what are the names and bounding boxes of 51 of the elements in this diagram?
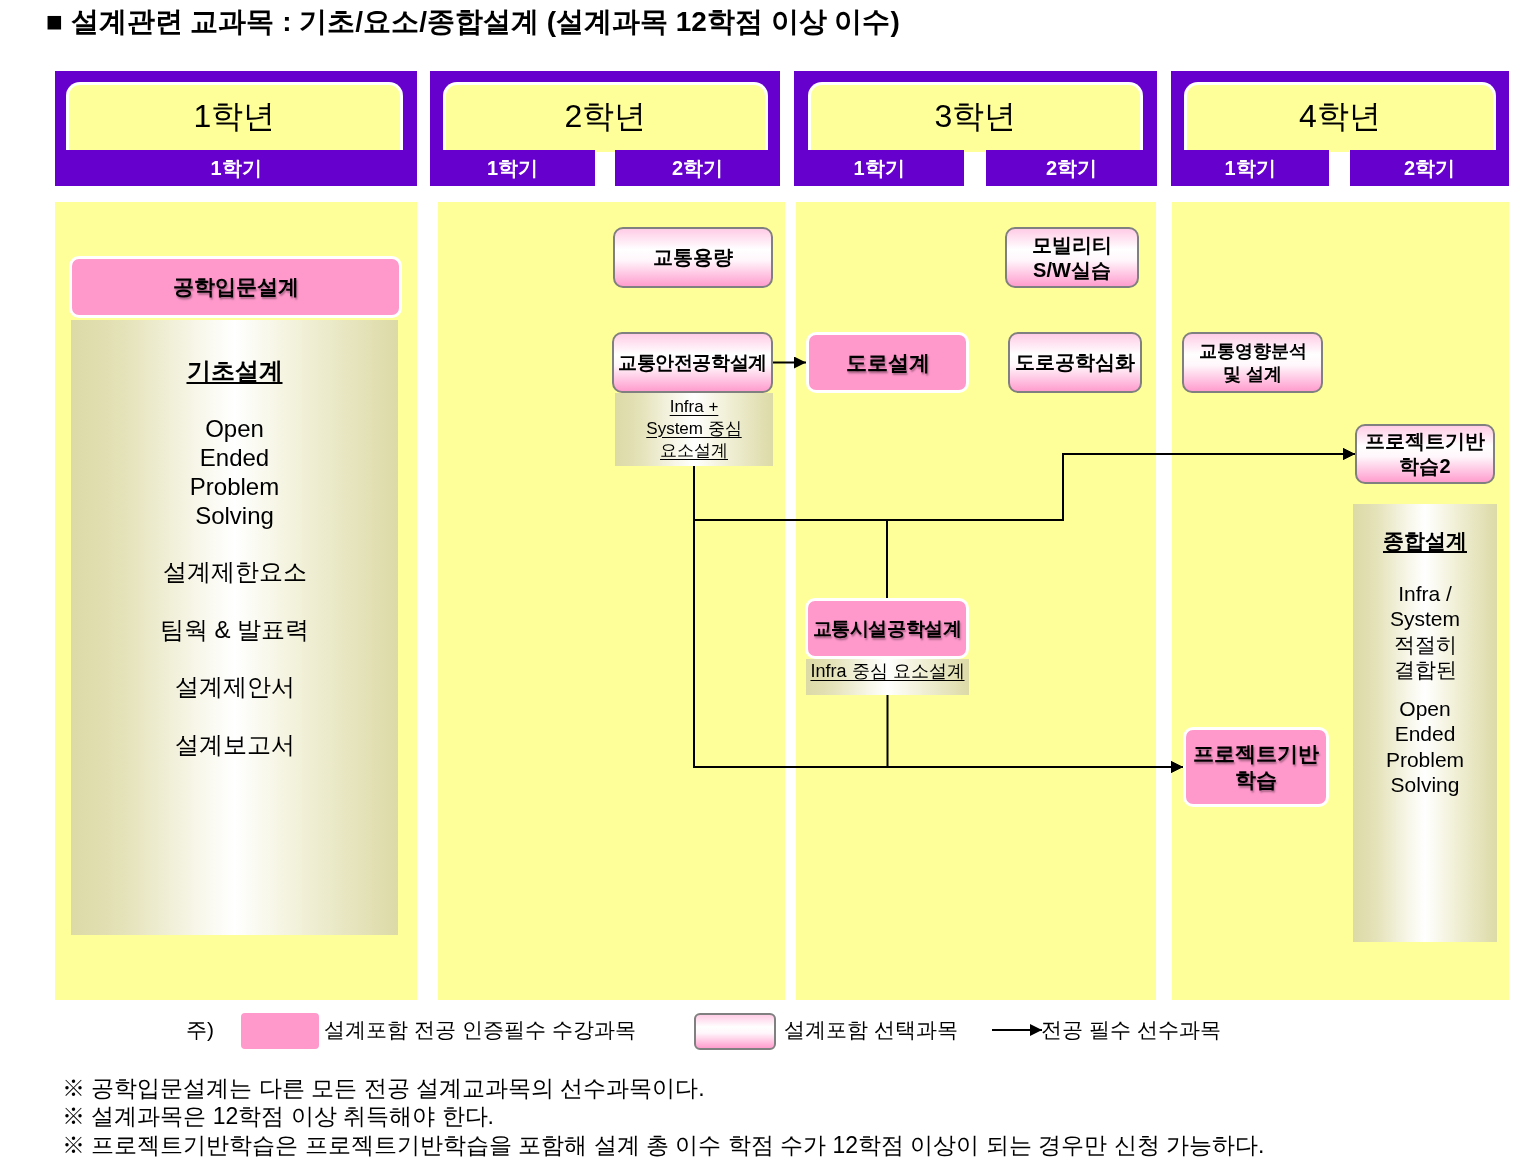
connector-arrow <box>886 694 1184 773</box>
year-header <box>55 71 417 186</box>
panel-text: Infra + System 중심 요소설계 <box>645 396 743 462</box>
panel-text: 설계제안서 <box>174 672 295 701</box>
panel-heading: 기초설계 <box>186 356 283 385</box>
panel-text: Open Ended Problem Solving <box>1385 695 1465 798</box>
year-header <box>794 71 1157 186</box>
footnote: ※ 공학입문설계는 다른 모든 전공 설계교과목의 선수과목이다. <box>62 1073 705 1103</box>
course-box: 교통용량 <box>613 227 773 288</box>
content-panel <box>1353 504 1497 942</box>
panel-text: Infra 중심 요소설계 <box>810 660 965 683</box>
panel-text: 팀웍 & 발표력 <box>159 615 310 644</box>
content-panel <box>806 659 969 695</box>
year-title: 4학년 <box>1184 82 1496 152</box>
panel-text: 설계보고서 <box>174 730 295 759</box>
semester-tab: 1학기 <box>1171 150 1329 186</box>
semester-tab: 1학기 <box>794 150 964 186</box>
connector-arrow <box>772 356 807 369</box>
footnote: ※ 설계과목은 12학점 이상 취득해야 한다. <box>62 1101 494 1131</box>
panel-text: Infra / System 적절히 결합된 <box>1389 580 1461 683</box>
diagram-title: ■ 설계관련 교과목 : 기초/요소/종합설계 (설계과목 12학점 이상 이수) <box>46 5 900 39</box>
course-box: 교통영향분석 및 설계 <box>1182 332 1323 393</box>
course-box: 모빌리티 S/W실습 <box>1005 227 1139 288</box>
semester-tab: 1학기 <box>430 150 595 186</box>
course-box: 도로공학심화 <box>1008 332 1142 393</box>
year-title: 2학년 <box>443 82 768 152</box>
semester-tab: 1학기 <box>55 150 417 186</box>
course-box: 도로설계 <box>806 332 969 393</box>
course-box: 프로젝트기반학습2 <box>1355 424 1495 484</box>
footnote: ※ 프로젝트기반학습은 프로젝트기반학습을 포함해 설계 총 이수 학점 수가 12학점 이상이 되는 경우만 신청 가능하다. <box>62 1130 1265 1160</box>
year-title: 1학년 <box>66 82 403 152</box>
course-box: 공학입문설계 <box>69 256 402 318</box>
connector-arrow <box>886 448 1356 599</box>
legend-label: 전공 필수 선수과목 <box>1041 1017 1221 1043</box>
course-box: 교통안전공학설계 <box>612 332 773 393</box>
panel-text: Open Ended Problem Solving <box>189 414 280 530</box>
panel-text: 설계제한요소 <box>162 557 307 586</box>
legend-label: 설계포함 선택과목 <box>784 1017 958 1043</box>
legend-note: 주) <box>186 1017 214 1043</box>
year-title: 3학년 <box>808 82 1143 152</box>
semester-tab: 2학기 <box>986 150 1157 186</box>
semester-tab: 2학기 <box>615 150 780 186</box>
legend-label: 설계포함 전공 인증필수 수강과목 <box>324 1017 636 1043</box>
year-header <box>430 71 780 186</box>
panel-heading: 종합설계 <box>1383 528 1467 554</box>
semester-tab: 2학기 <box>1350 150 1509 186</box>
year-header <box>1171 71 1509 186</box>
course-box: 교통시설공학설계 <box>805 598 969 659</box>
content-panel <box>71 320 398 935</box>
content-panel <box>615 393 773 466</box>
course-box: 프로젝트기반학습 <box>1183 727 1329 807</box>
